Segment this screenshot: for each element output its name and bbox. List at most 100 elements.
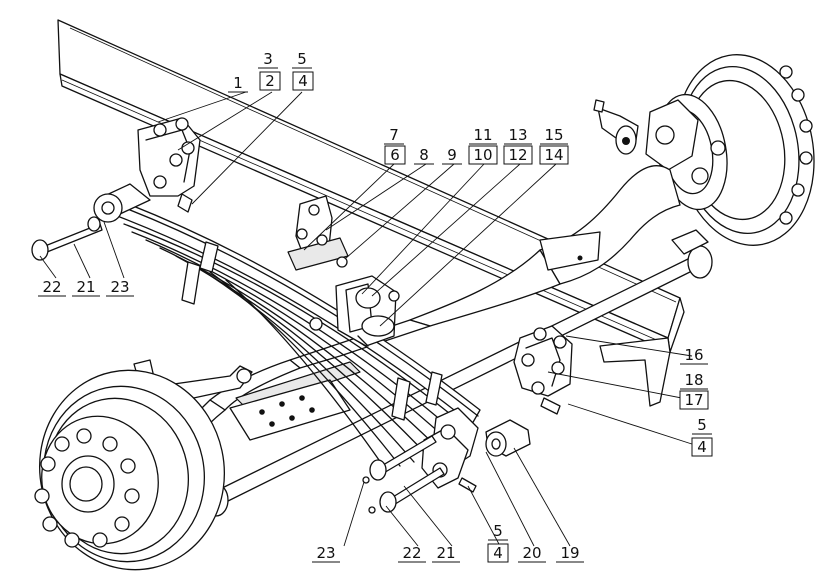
- callout-leader-line: [73, 243, 91, 279]
- callout-c9: 9: [345, 146, 462, 259]
- callout-box: [468, 145, 498, 165]
- callout-leader-line: [191, 91, 303, 205]
- callout-leader-line: [157, 91, 247, 123]
- u-bolt-clamp: [335, 275, 400, 347]
- callout-box: [384, 145, 406, 165]
- callout-number: 15: [544, 126, 563, 144]
- spring-shackle: [421, 407, 531, 493]
- callout-number: 21: [76, 278, 95, 296]
- callout-leader-line: [567, 403, 699, 447]
- callout-box: [292, 71, 314, 91]
- callout-c1: 1: [157, 74, 248, 123]
- callout-number: 17: [684, 391, 703, 409]
- callout-leader-line: [547, 371, 693, 401]
- callout-c8: 8: [325, 146, 434, 231]
- callout-number: 4: [298, 72, 308, 90]
- callout-leader-line: [379, 163, 557, 327]
- callout-number: 9: [447, 146, 457, 164]
- callout-number: 8: [419, 146, 429, 164]
- callout-c23b: 23: [312, 481, 365, 563]
- callout-c20: 20: [485, 451, 546, 563]
- callout-box: [503, 145, 533, 165]
- leaf-spring: [111, 199, 481, 471]
- callout-c12: 12: [371, 145, 533, 297]
- callout-c4b: 4: [567, 403, 713, 457]
- rear-brake-drum: [645, 54, 815, 246]
- callout-c14: 14: [379, 145, 569, 327]
- callout-c13: 13: [504, 126, 532, 145]
- callout-leader-line: [371, 163, 521, 297]
- callout-c22a: 22: [38, 255, 66, 297]
- callout-leader-line: [467, 485, 501, 547]
- shock-absorber-bracket: [287, 195, 349, 271]
- callout-c7: 7: [384, 126, 404, 145]
- callout-c22b: 22: [385, 505, 426, 563]
- callout-number: 13: [508, 126, 527, 144]
- callout-c4a: 4: [191, 71, 314, 205]
- callout-box: [691, 437, 713, 457]
- steering-knuckle-arm: [593, 99, 639, 155]
- callout-number: 2: [265, 72, 275, 90]
- callout-number: 10: [473, 146, 492, 164]
- callout-number: 4: [493, 544, 503, 562]
- shackle-pins: [362, 435, 445, 514]
- callout-number: 23: [316, 544, 335, 562]
- callout-number: 3: [263, 50, 273, 68]
- callout-box: [487, 543, 509, 563]
- callout-leader-line: [177, 91, 273, 151]
- callout-c23a: 23: [103, 221, 134, 297]
- callout-c5c: 5: [488, 522, 508, 541]
- rear-spring-bracket: [513, 325, 573, 415]
- callout-leader-line: [385, 505, 419, 547]
- front-brake-drum: [34, 369, 226, 571]
- callout-number: 5: [297, 50, 307, 68]
- callout-number: 12: [508, 146, 527, 164]
- callout-c17: 17: [547, 371, 709, 410]
- callout-number: 19: [560, 544, 579, 562]
- callout-leader-line: [403, 485, 453, 547]
- callout-leader-line: [361, 163, 485, 295]
- callout-number: 23: [110, 278, 129, 296]
- callout-c5a: 5: [292, 50, 312, 69]
- front-spring-bracket: [137, 117, 201, 213]
- callout-number: 18: [684, 371, 703, 389]
- callout-c6: 6: [303, 145, 406, 251]
- callout-c16: 16: [565, 335, 708, 365]
- front-spring-eye: [31, 183, 151, 261]
- callout-number: 21: [436, 544, 455, 562]
- callout-box: [679, 390, 709, 410]
- callout-c2: 2: [177, 71, 281, 151]
- callout-number: 6: [390, 146, 400, 164]
- callout-c21a: 21: [72, 243, 100, 297]
- callout-box: [259, 71, 281, 91]
- callout-c10: 10: [361, 145, 498, 295]
- callout-c5b: 5: [692, 416, 712, 435]
- callout-leader-line: [485, 451, 535, 547]
- callout-leader-line: [513, 447, 571, 547]
- callout-c3: 3: [258, 50, 278, 69]
- callout-number: 4: [697, 438, 707, 456]
- callout-number: 20: [522, 544, 541, 562]
- callout-number: 5: [697, 416, 707, 434]
- callout-leader-line: [565, 335, 693, 357]
- callout-number: 22: [402, 544, 421, 562]
- callout-c4c: 4: [467, 485, 509, 563]
- callout-number: 22: [42, 278, 61, 296]
- callout-c21b: 21: [403, 485, 460, 563]
- callout-number: 11: [473, 126, 492, 144]
- callout-leader-line: [39, 255, 57, 279]
- callout-number: 16: [684, 346, 703, 364]
- callout-c18: 18: [680, 371, 708, 390]
- callout-leader-line: [303, 163, 395, 251]
- callout-leader-line: [343, 481, 365, 547]
- callout-number: 7: [389, 126, 399, 144]
- callout-number: 5: [493, 522, 503, 540]
- callout-number: 14: [544, 146, 563, 164]
- callout-leader-line: [345, 163, 455, 259]
- callout-c11: 11: [469, 126, 497, 145]
- callout-c15: 15: [540, 126, 568, 145]
- callout-leader-line: [325, 163, 427, 231]
